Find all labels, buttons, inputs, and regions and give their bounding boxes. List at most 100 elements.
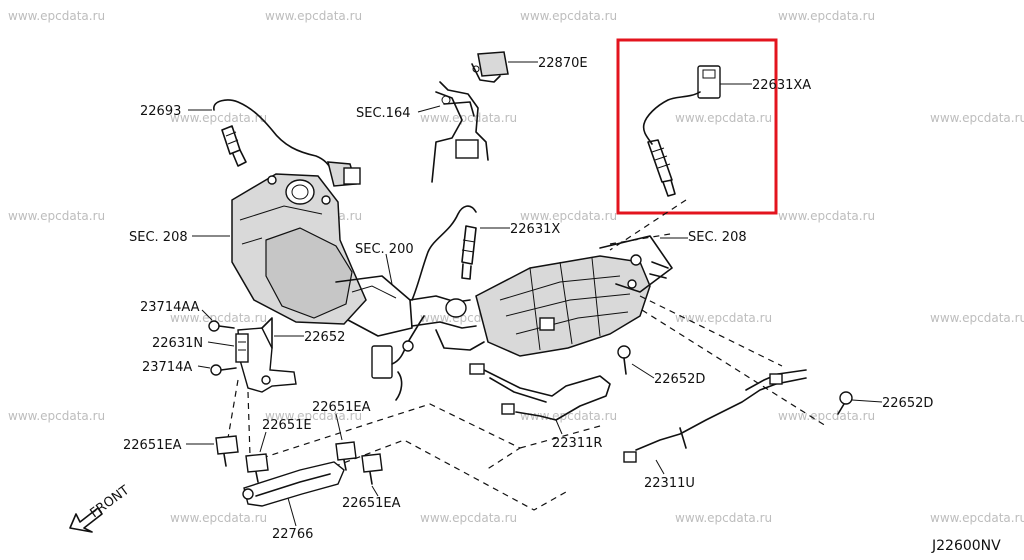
watermark: www.epcdata.ru [8, 9, 105, 23]
connector-latch [702, 69, 716, 79]
label-22693[interactable]: 22693 [140, 104, 181, 119]
label-23714AA[interactable]: 23714AA [140, 300, 200, 315]
label-22311U[interactable]: 22311U [644, 476, 695, 491]
pipe-bracket [455, 139, 479, 159]
leader-line [259, 431, 267, 453]
catalytic-converter-front[interactable] [231, 173, 413, 337]
watermark: www.epcdata.ru [420, 511, 517, 525]
leader-line [555, 419, 563, 435]
tube [635, 377, 807, 451]
bolt-shank [623, 357, 627, 375]
bracket-wire [255, 473, 331, 497]
bolt-22652D-right[interactable] [837, 391, 853, 415]
sensor-harness[interactable] [371, 315, 425, 401]
sensor-22631N[interactable] [235, 333, 249, 363]
label-sec200[interactable]: SEC. 200 [355, 242, 414, 257]
watermark: www.epcdata.ru [265, 9, 362, 23]
pipe [439, 81, 489, 161]
grommet [402, 340, 414, 352]
bolt-shank [218, 325, 235, 329]
pipe-boss [445, 298, 467, 318]
pipe-bracket [435, 329, 485, 351]
bolt-hole [472, 65, 480, 73]
bolt-23714A[interactable] [210, 364, 237, 376]
leader-line [371, 485, 379, 497]
clip-22651E[interactable] [245, 453, 269, 483]
sensor-wire [411, 205, 477, 301]
label-22631X[interactable]: 22631X [510, 222, 560, 237]
clip-stem [343, 459, 347, 471]
label-22651E[interactable]: 22651E [262, 418, 312, 433]
leader-line [417, 105, 441, 113]
tube-22311U[interactable] [623, 369, 807, 463]
label-sec164[interactable]: SEC.164 [356, 106, 411, 121]
label-sec208-front[interactable]: SEC. 208 [129, 230, 188, 245]
label-22652D-center[interactable]: 22652D [654, 372, 705, 387]
heat-shield-tab [539, 317, 555, 331]
clip-body [245, 453, 269, 473]
leader-line [385, 253, 393, 285]
label-22311R[interactable]: 22311R [552, 436, 602, 451]
sensor-wire [213, 99, 333, 173]
label-22766[interactable]: 22766 [272, 527, 313, 542]
bolt-22652D-center[interactable] [617, 345, 631, 375]
sensor-connector [697, 65, 721, 99]
tube-fitting [769, 373, 783, 385]
watermark: www.epcdata.ru [675, 511, 772, 525]
harness-wire [391, 315, 425, 365]
clip-stem [223, 453, 227, 467]
tube-22311R[interactable] [469, 363, 611, 421]
leader-dash [247, 391, 251, 457]
watermark: www.epcdata.ru [170, 311, 267, 325]
leader-dash [519, 425, 601, 449]
leader-dash [641, 309, 827, 427]
sensor-22631XA[interactable] [609, 65, 721, 251]
catalytic-converter-rear[interactable] [475, 233, 673, 357]
bolt-23714AA[interactable] [208, 320, 235, 332]
tube-fitting [623, 451, 637, 463]
clip-body [361, 453, 383, 473]
bracket-flange [261, 317, 273, 349]
label-22651EA-left[interactable]: 22651EA [123, 438, 182, 453]
label-22651EA-lower[interactable]: 22651EA [342, 496, 401, 511]
bolt-shank [837, 403, 845, 415]
diagram-code: J22600NV [931, 538, 1001, 554]
watermark: www.epcdata.ru [930, 511, 1024, 525]
leader-line [201, 309, 213, 321]
label-22870E[interactable]: 22870E [538, 56, 588, 71]
bolt-head [210, 364, 222, 376]
watermark: www.epcdata.ru [675, 111, 772, 125]
vacuum-pipes-sec164[interactable] [431, 81, 489, 183]
heat-shield-lines [239, 205, 323, 245]
sensor-22631X[interactable] [411, 205, 477, 301]
bracket-22652[interactable] [237, 317, 297, 393]
hose-clamp [441, 95, 451, 105]
clip-body [215, 435, 239, 455]
leader-line [655, 459, 665, 475]
watermark: www.epcdata.ru [520, 209, 617, 223]
highlight-frame [616, 38, 778, 215]
label-sec208-rear[interactable]: SEC. 208 [688, 230, 747, 245]
label-22631N[interactable]: 22631N [152, 336, 203, 351]
leader-dash [639, 295, 783, 367]
watermark: www.epcdata.ru [930, 111, 1024, 125]
front-pipe-sec200[interactable] [409, 295, 485, 351]
harness-bracket-22766[interactable] [242, 461, 345, 507]
connector-latch [343, 167, 361, 185]
leader-dash [227, 379, 239, 439]
clip-22651EA-center[interactable] [335, 441, 357, 471]
watermark: www.epcdata.ru [778, 209, 875, 223]
label-23714A[interactable]: 23714A [142, 360, 192, 375]
watermark-layer: www.epcdata.ru www.epcdata.ru www.epcdat… [8, 9, 1024, 525]
bracket-hole [242, 488, 254, 500]
clip-22651EA-lower[interactable] [361, 453, 383, 485]
sensor-22693[interactable] [213, 99, 361, 187]
label-22651EA-center[interactable]: 22651EA [312, 400, 371, 415]
label-22631XA[interactable]: 22631XA [752, 78, 811, 93]
label-22652D-right[interactable]: 22652D [882, 396, 933, 411]
connector-bracket-22870E[interactable] [471, 51, 509, 83]
label-22652[interactable]: 22652 [304, 330, 345, 345]
clip-22651EA-left[interactable] [215, 435, 239, 467]
